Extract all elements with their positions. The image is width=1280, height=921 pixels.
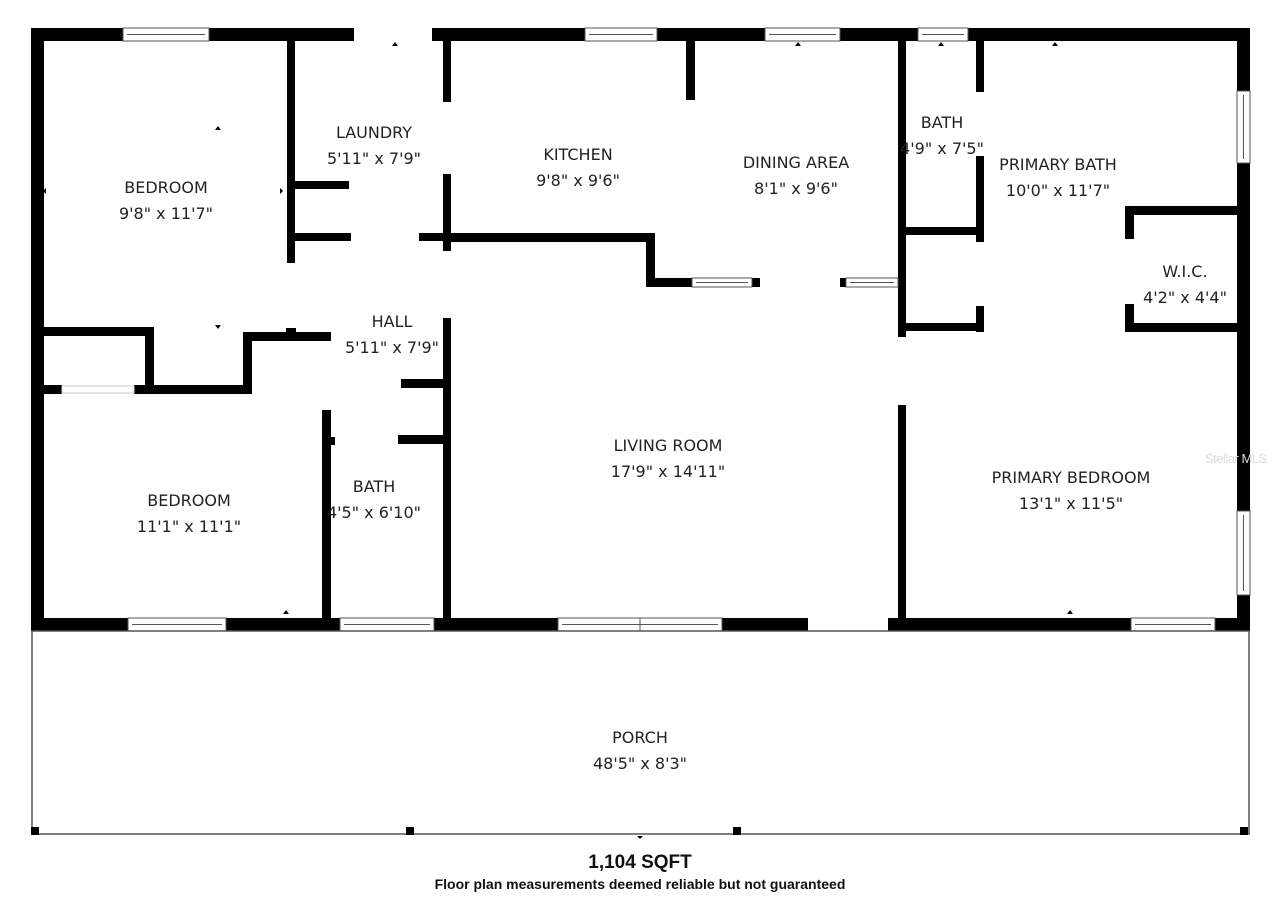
- total-square-footage: 1,104 SQFT: [588, 852, 692, 873]
- disclaimer-text: Floor plan measurements deemed reliable …: [434, 876, 846, 892]
- room-label-hall: HALL 5'11" x 7'9": [345, 309, 439, 361]
- room-name: BATH: [352, 477, 396, 496]
- room-name: PRIMARY BATH: [999, 155, 1117, 174]
- room-label-dining-area: DINING AREA 8'1" x 9'6": [743, 150, 849, 202]
- windows: [61, 27, 1251, 632]
- room-name: BATH: [920, 113, 964, 132]
- room-name: W.I.C.: [1162, 262, 1208, 281]
- room-label-primary-bath: PRIMARY BATH 10'0" x 11'7": [999, 152, 1117, 204]
- room-dimensions: 10'0" x 11'7": [1005, 181, 1111, 200]
- room-name: BEDROOM: [124, 178, 208, 197]
- room-label-bath-1: BATH 4'9" x 7'5": [900, 110, 984, 162]
- room-label-kitchen: KITCHEN 9'8" x 9'6": [536, 142, 620, 194]
- room-name: HALL: [371, 312, 413, 331]
- room-label-porch: PORCH 48'5" x 8'3": [593, 725, 687, 777]
- room-dimensions: 48'5" x 8'3": [592, 754, 688, 773]
- room-dimensions: 17'9" x 14'11": [610, 462, 726, 481]
- room-dimensions: 8'1" x 9'6": [754, 179, 838, 198]
- room-label-primary-bedroom: PRIMARY BEDROOM 13'1" x 11'5": [992, 465, 1151, 517]
- dimension-markers: [43, 42, 1073, 839]
- room-label-bedroom-2: BEDROOM 11'1" x 11'1": [137, 488, 241, 540]
- room-label-wic: W.I.C. 4'2" x 4'4": [1143, 259, 1227, 311]
- room-label-living-room: LIVING ROOM 17'9" x 14'11": [611, 433, 725, 485]
- room-dimensions: 9'8" x 9'6": [536, 171, 620, 190]
- room-dimensions: 13'1" x 11'5": [1018, 494, 1124, 513]
- porch-outline: [31, 630, 1250, 835]
- room-name: LAUNDRY: [335, 123, 413, 142]
- room-dimensions: 4'9" x 7'5": [900, 139, 984, 158]
- room-name: KITCHEN: [543, 145, 613, 164]
- room-dimensions: 4'2" x 4'4": [1143, 288, 1227, 307]
- room-dimensions: 5'11" x 7'9": [344, 338, 440, 357]
- room-name: PORCH: [612, 728, 668, 747]
- watermark: Stellar MLS: [1205, 451, 1267, 466]
- room-name: DINING AREA: [742, 153, 850, 172]
- room-label-bath-2: BATH 4'5" x 6'10": [327, 474, 421, 526]
- room-dimensions: 11'1" x 11'1": [136, 517, 242, 536]
- room-dimensions: 5'11" x 7'9": [326, 149, 422, 168]
- room-dimensions: 4'5" x 6'10": [326, 503, 422, 522]
- room-name: BEDROOM: [147, 491, 231, 510]
- room-label-bedroom-1: BEDROOM 9'8" x 11'7": [119, 175, 213, 227]
- room-name: PRIMARY BEDROOM: [991, 468, 1151, 487]
- room-label-laundry: LAUNDRY 5'11" x 7'9": [327, 120, 421, 172]
- walls: [31, 28, 1250, 631]
- room-name: LIVING ROOM: [613, 436, 723, 455]
- room-dimensions: 9'8" x 11'7": [118, 204, 214, 223]
